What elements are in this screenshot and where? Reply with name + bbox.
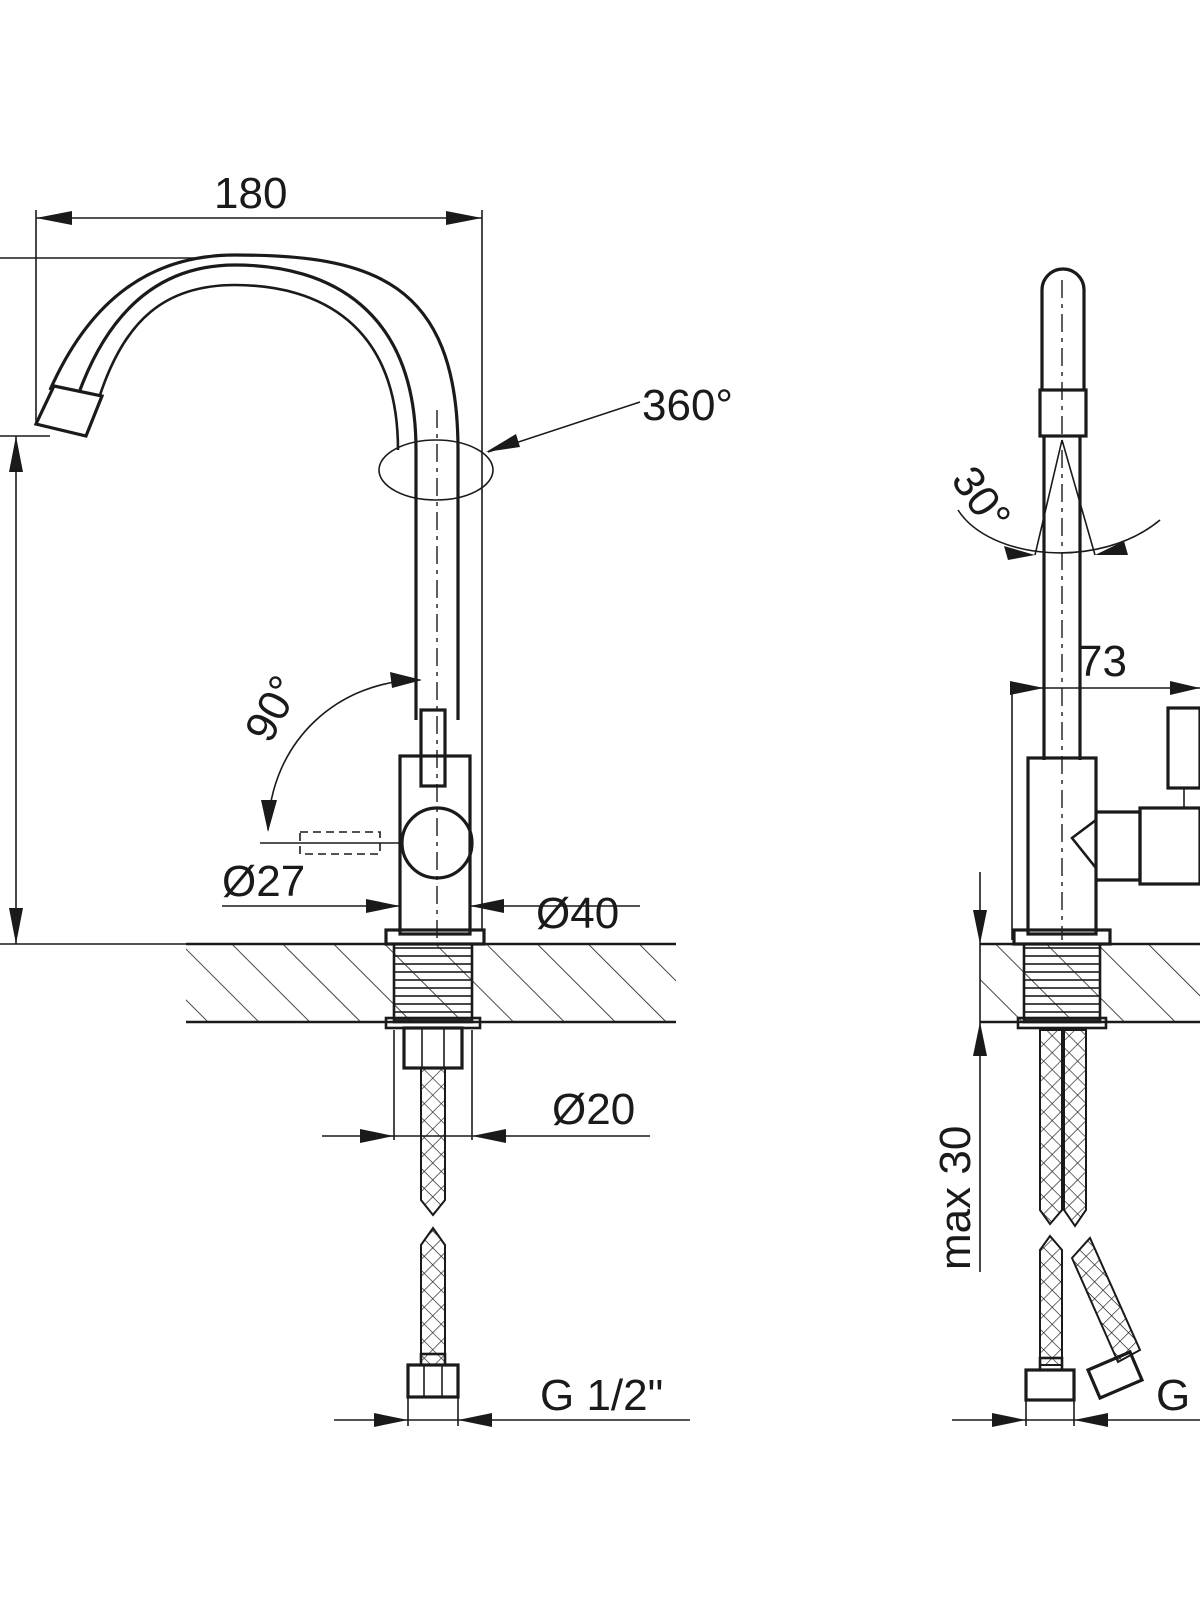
dimension-width-180: 180 (35, 169, 483, 930)
svg-text:200: 200 (0, 617, 4, 690)
dimension-lever-90: 90° (236, 668, 422, 832)
front-view: 180 200 360° 90° Ø27 (0, 169, 733, 1427)
dimension-thread-side: G (952, 1371, 1200, 1427)
label-max-thickness: max 30 (931, 1126, 980, 1270)
label-spray-30: 30° (942, 458, 1020, 541)
label-rotation-360: 360° (642, 381, 733, 430)
shank-front (384, 942, 482, 1070)
dimension-diameter-40: Ø40 (470, 889, 640, 938)
hoses-side (1024, 1029, 1145, 1402)
label-lever-90: 90° (236, 668, 311, 750)
label-thread-front: G 1/2" (540, 1371, 663, 1420)
side-view: 30° (931, 267, 1200, 1427)
spout-front (33, 253, 460, 940)
body-side (1012, 706, 1200, 946)
dimension-diameter-20: Ø20 (322, 1030, 650, 1143)
dimension-thread-front: G 1/2" (334, 1371, 690, 1427)
hose-front (406, 1067, 460, 1399)
label-thread-side: G (1156, 1371, 1190, 1420)
dimension-diameter-27: Ø27 (222, 857, 400, 913)
dimension-rotation-360: 360° (486, 381, 733, 453)
dimension-spray-30: 30° (942, 458, 1161, 560)
dimension-max-thickness: max 30 (931, 872, 987, 1272)
label-diameter-27: Ø27 (222, 857, 305, 906)
label-diameter-20: Ø20 (552, 1085, 635, 1134)
spout-side (1034, 267, 1096, 940)
label-diameter-40: Ø40 (536, 889, 619, 938)
label-width-180: 180 (214, 169, 287, 218)
shank-side (1016, 942, 1108, 1030)
body-front (260, 708, 486, 946)
dimension-spout-height: 200 (0, 435, 50, 944)
dimension-depth-73: 73 (1010, 637, 1200, 940)
label-depth-73: 73 (1078, 637, 1127, 686)
rotation-360-ellipse (378, 439, 494, 501)
